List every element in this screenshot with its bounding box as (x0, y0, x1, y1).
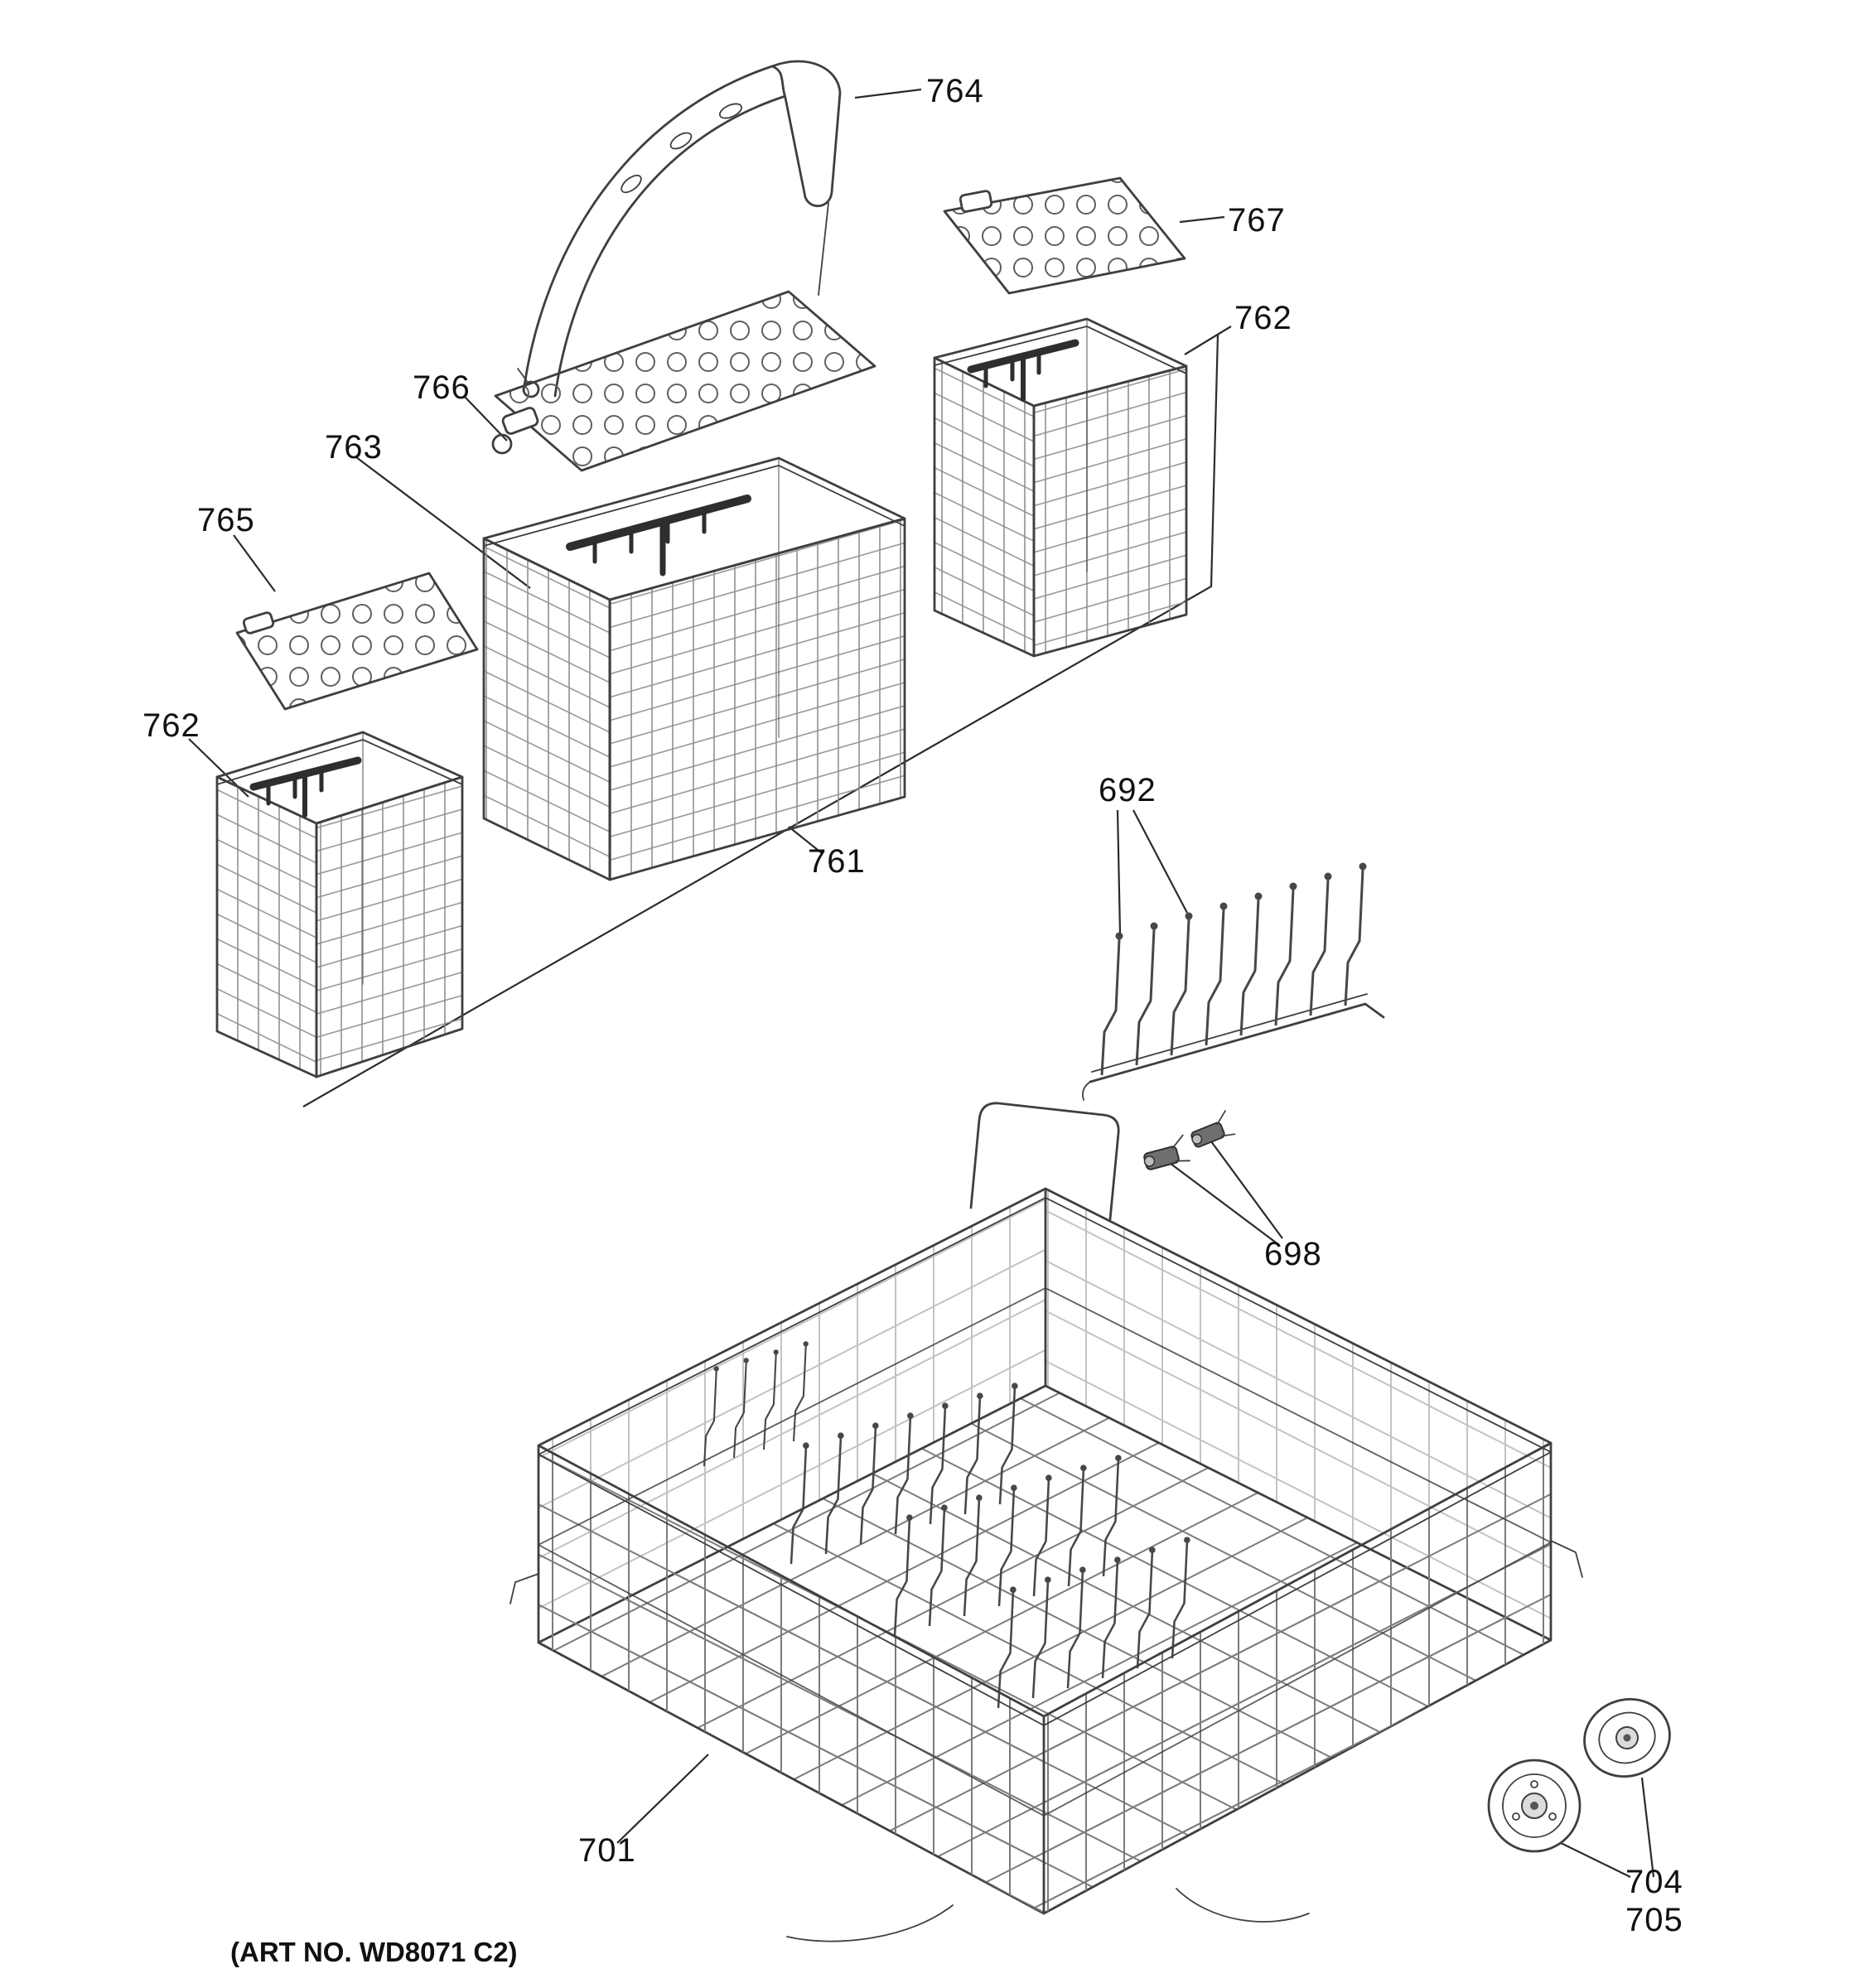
leader-line-705 (1640, 1777, 1655, 1878)
leader-line-766 (463, 395, 508, 442)
part-label-767: 767 (1228, 202, 1286, 239)
basket-762-left-drawing (215, 731, 464, 1078)
lid-767-drawing (943, 176, 1186, 295)
roller-704-drawing (1487, 1759, 1582, 1853)
lid-766-drawing (491, 290, 876, 472)
lower-rack-701-drawing (509, 1102, 1583, 1942)
part-label-704: 704 (1625, 1864, 1683, 1900)
part-label-698: 698 (1264, 1236, 1322, 1272)
leader-line-692-b (1132, 809, 1188, 914)
part-label-765: 765 (197, 502, 255, 538)
assembly-761-bracket (302, 334, 1219, 1107)
part-label-762-left: 762 (142, 707, 200, 744)
leader-line-761 (788, 826, 823, 854)
part-label-701: 701 (578, 1832, 636, 1869)
leader-lines (188, 88, 1655, 1878)
leader-line-704 (1555, 1840, 1631, 1878)
art-number: (ART NO. WD8071 C2) (230, 1937, 518, 1967)
clips-698-drawing (1143, 1110, 1236, 1170)
leader-line-692-a (1116, 809, 1122, 934)
part-label-763: 763 (325, 429, 383, 466)
handle-764-drawing (517, 60, 842, 398)
roller-705-drawing (1583, 1697, 1671, 1778)
silverware-basket-763-drawing (482, 456, 906, 881)
leader-line-765 (233, 534, 276, 592)
part-label-705: 705 (1625, 1902, 1683, 1938)
part-label-761: 761 (808, 843, 866, 880)
part-label-692: 692 (1099, 772, 1157, 808)
part-label-762-right: 762 (1234, 300, 1292, 336)
leader-line-701 (616, 1754, 709, 1844)
leader-line-767 (1179, 215, 1225, 224)
leader-line-764 (854, 88, 922, 99)
basket-762-right-drawing (933, 317, 1188, 658)
leader-line-698-a (1169, 1162, 1277, 1243)
leader-line-698-b (1210, 1141, 1283, 1239)
part-label-764: 764 (926, 73, 984, 109)
part-label-766: 766 (413, 369, 471, 406)
lid-765-drawing (235, 572, 479, 711)
leader-line-762-right (1184, 326, 1232, 355)
tine-row-692-drawing (1082, 861, 1385, 1101)
